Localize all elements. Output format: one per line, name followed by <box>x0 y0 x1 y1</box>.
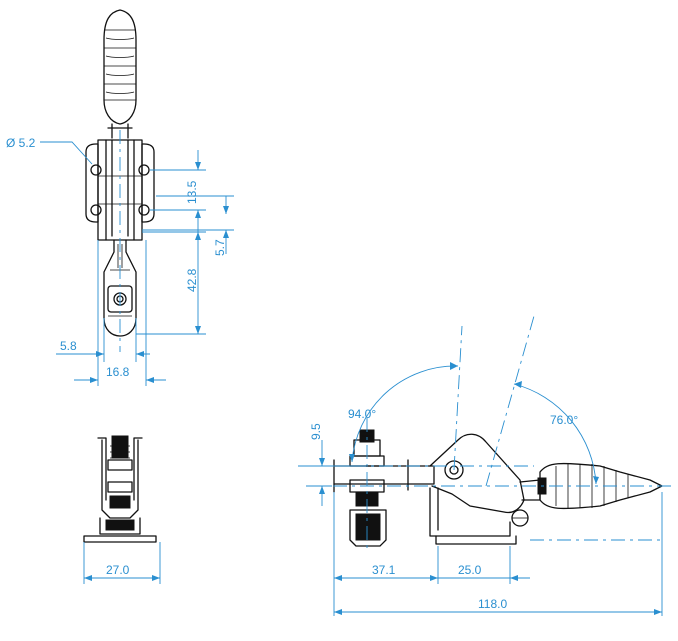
hole-spacing-label: 13.5 <box>185 180 199 204</box>
spindle-height-label: 9.5 <box>309 423 323 440</box>
front-view <box>83 435 157 543</box>
base-width-front-label: 27.0 <box>106 563 130 577</box>
side-view <box>333 429 663 547</box>
offset-top-label: 5.7 <box>213 239 227 256</box>
arm-length-label: 42.8 <box>185 268 199 292</box>
arm-width-label: 5.8 <box>60 339 77 353</box>
handle-angle-label: 76.0° <box>550 413 578 427</box>
top-view-dimensions: Ø 5.2 13.5 5.7 42.8 5.8 16.8 <box>6 130 234 386</box>
hole-diameter-label: Ø 5.2 <box>6 136 36 150</box>
base-length-label: 25.0 <box>458 563 482 577</box>
overall-length-label: 118.0 <box>478 597 507 611</box>
front-view-dimensions: 27.0 <box>83 542 161 584</box>
open-angle-label: 94.0° <box>348 407 376 421</box>
base-width-top-label: 16.8 <box>106 365 130 379</box>
spindle-offset-label: 37.1 <box>372 563 396 577</box>
top-view <box>85 9 155 337</box>
side-view-dimensions: 9.5 94.0° 76.0° 37.1 25.0 118.0 <box>298 315 672 616</box>
